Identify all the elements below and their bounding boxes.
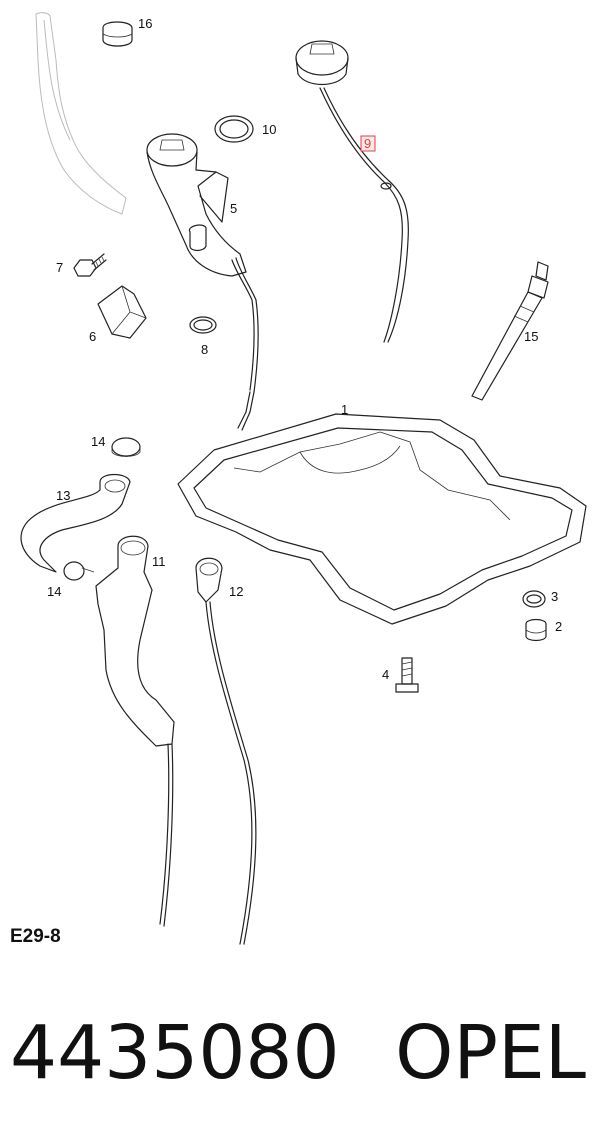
callout-3: 3 [551, 589, 558, 604]
callout-9: 9 [364, 136, 371, 151]
part-16-clamp[interactable] [102, 21, 133, 47]
exploded-parts-diagram: 16 10 9 5 7 6 8 15 1 14 13 11 14 12 3 2 … [20, 12, 587, 945]
part-14-clamp-lower[interactable] [63, 561, 95, 581]
callout-1: 1 [341, 402, 348, 417]
callout-16: 16 [138, 16, 152, 31]
callout-15: 15 [524, 329, 538, 344]
ghost-hose [35, 12, 127, 215]
part-10-o-ring[interactable] [214, 115, 254, 143]
callout-6: 6 [89, 329, 96, 344]
part-number: 4435080 [10, 1010, 340, 1096]
callout-8: 8 [201, 342, 208, 357]
part-3-washer[interactable] [522, 590, 546, 608]
part-4-bolt[interactable] [395, 657, 419, 693]
part-9-dipstick[interactable] [295, 40, 409, 343]
part-6-bracket[interactable] [97, 285, 147, 339]
part-14-clamp-upper[interactable] [111, 437, 141, 457]
part-2-drain-plug[interactable] [525, 618, 547, 642]
callout-9-highlight-box [360, 135, 376, 152]
callout-5: 5 [230, 201, 237, 216]
diagram-reference: E29-8 [10, 926, 61, 947]
callout-12: 12 [229, 584, 243, 599]
part-7-bolt[interactable] [73, 253, 107, 277]
part-8-o-ring[interactable] [189, 316, 217, 334]
callout-13: 13 [56, 488, 70, 503]
callout-7: 7 [56, 260, 63, 275]
callout-2: 2 [555, 619, 562, 634]
callout-14-upper: 14 [91, 434, 105, 449]
callout-10: 10 [262, 122, 276, 137]
part-12-dipstick[interactable] [195, 557, 257, 945]
brand-name: OPEL [395, 1010, 586, 1096]
part-5-filler-neck[interactable] [146, 133, 259, 431]
part-info: 4435080 OPEL [10, 1010, 590, 1120]
callout-4: 4 [382, 667, 389, 682]
callout-14-lower: 14 [47, 584, 61, 599]
part-11-guide-tube[interactable] [95, 535, 175, 927]
part-15-sensor[interactable] [471, 261, 549, 401]
part-1-oil-pan-gasket[interactable] [177, 413, 587, 625]
callout-11: 11 [152, 554, 166, 569]
part-13-hose[interactable] [20, 473, 131, 573]
